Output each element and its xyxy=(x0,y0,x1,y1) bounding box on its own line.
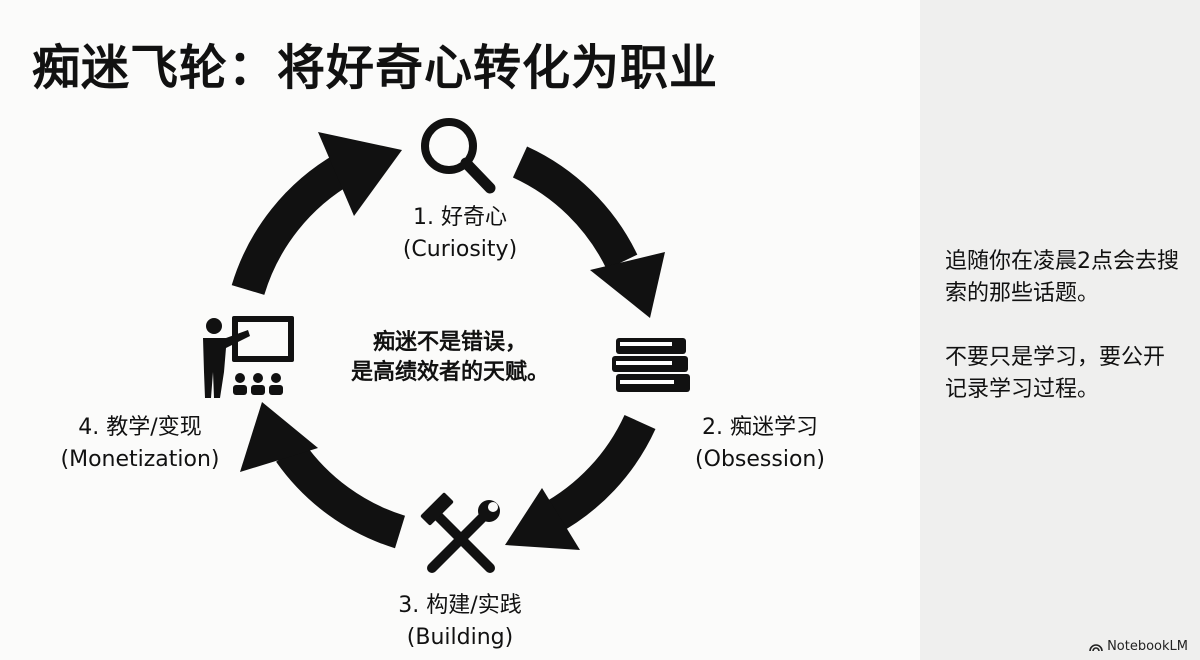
teacher-icon xyxy=(203,316,294,398)
magnifier-icon xyxy=(421,118,496,194)
slide xyxy=(0,0,920,660)
side-note-2: 不要只是学习，要公开记录学习过程。 xyxy=(945,345,1166,402)
center-message: 痴迷不是错误， 是高绩效者的天赋。 xyxy=(300,328,600,388)
stage-monetization: 4. 教学/变现 (Monetization) xyxy=(40,412,240,476)
cycle-arrow-4-to-1 xyxy=(231,132,402,296)
books-icon xyxy=(612,338,690,392)
center-line-1: 痴迷不是错误， xyxy=(372,330,527,355)
stage-curiosity: 1. 好奇心 (Curiosity) xyxy=(360,202,560,266)
stage-obsession: 2. 痴迷学习 (Obsession) xyxy=(660,412,860,476)
stage-curiosity-label: 1. 好奇心 xyxy=(413,205,507,230)
slide-title: 痴迷飞轮：将好奇心转化为职业 xyxy=(32,40,719,96)
stage-building-sub: (Building) xyxy=(406,625,514,650)
side-note-1: 追随你在凌晨2点会去搜索的那些话题。 xyxy=(945,249,1179,306)
cycle-arrow-3-to-4 xyxy=(240,402,406,549)
stage-building: 3. 构建/实践 (Building) xyxy=(360,590,560,654)
stage-obsession-label: 2. 痴迷学习 xyxy=(702,415,818,440)
brand-label: NotebookLM xyxy=(1107,639,1188,654)
stage-curiosity-sub: (Curiosity) xyxy=(402,237,518,262)
cycle-arrow-1-to-2 xyxy=(512,146,665,318)
notebooklm-logo-icon xyxy=(1089,643,1103,651)
stage-building-label: 3. 构建/实践 xyxy=(398,593,522,618)
stage-monetization-label: 4. 教学/变现 xyxy=(78,415,202,440)
hammer-wrench-icon xyxy=(420,492,500,573)
flywheel-diagram xyxy=(203,118,690,573)
cycle-arrow-2-to-3 xyxy=(505,414,656,550)
center-line-2: 是高绩效者的天赋。 xyxy=(350,360,549,385)
stage-monetization-sub: (Monetization) xyxy=(60,447,220,472)
stage-obsession-sub: (Obsession) xyxy=(695,447,825,472)
brand-badge: NotebookLM xyxy=(1089,639,1188,654)
notes-panel xyxy=(920,0,1200,660)
